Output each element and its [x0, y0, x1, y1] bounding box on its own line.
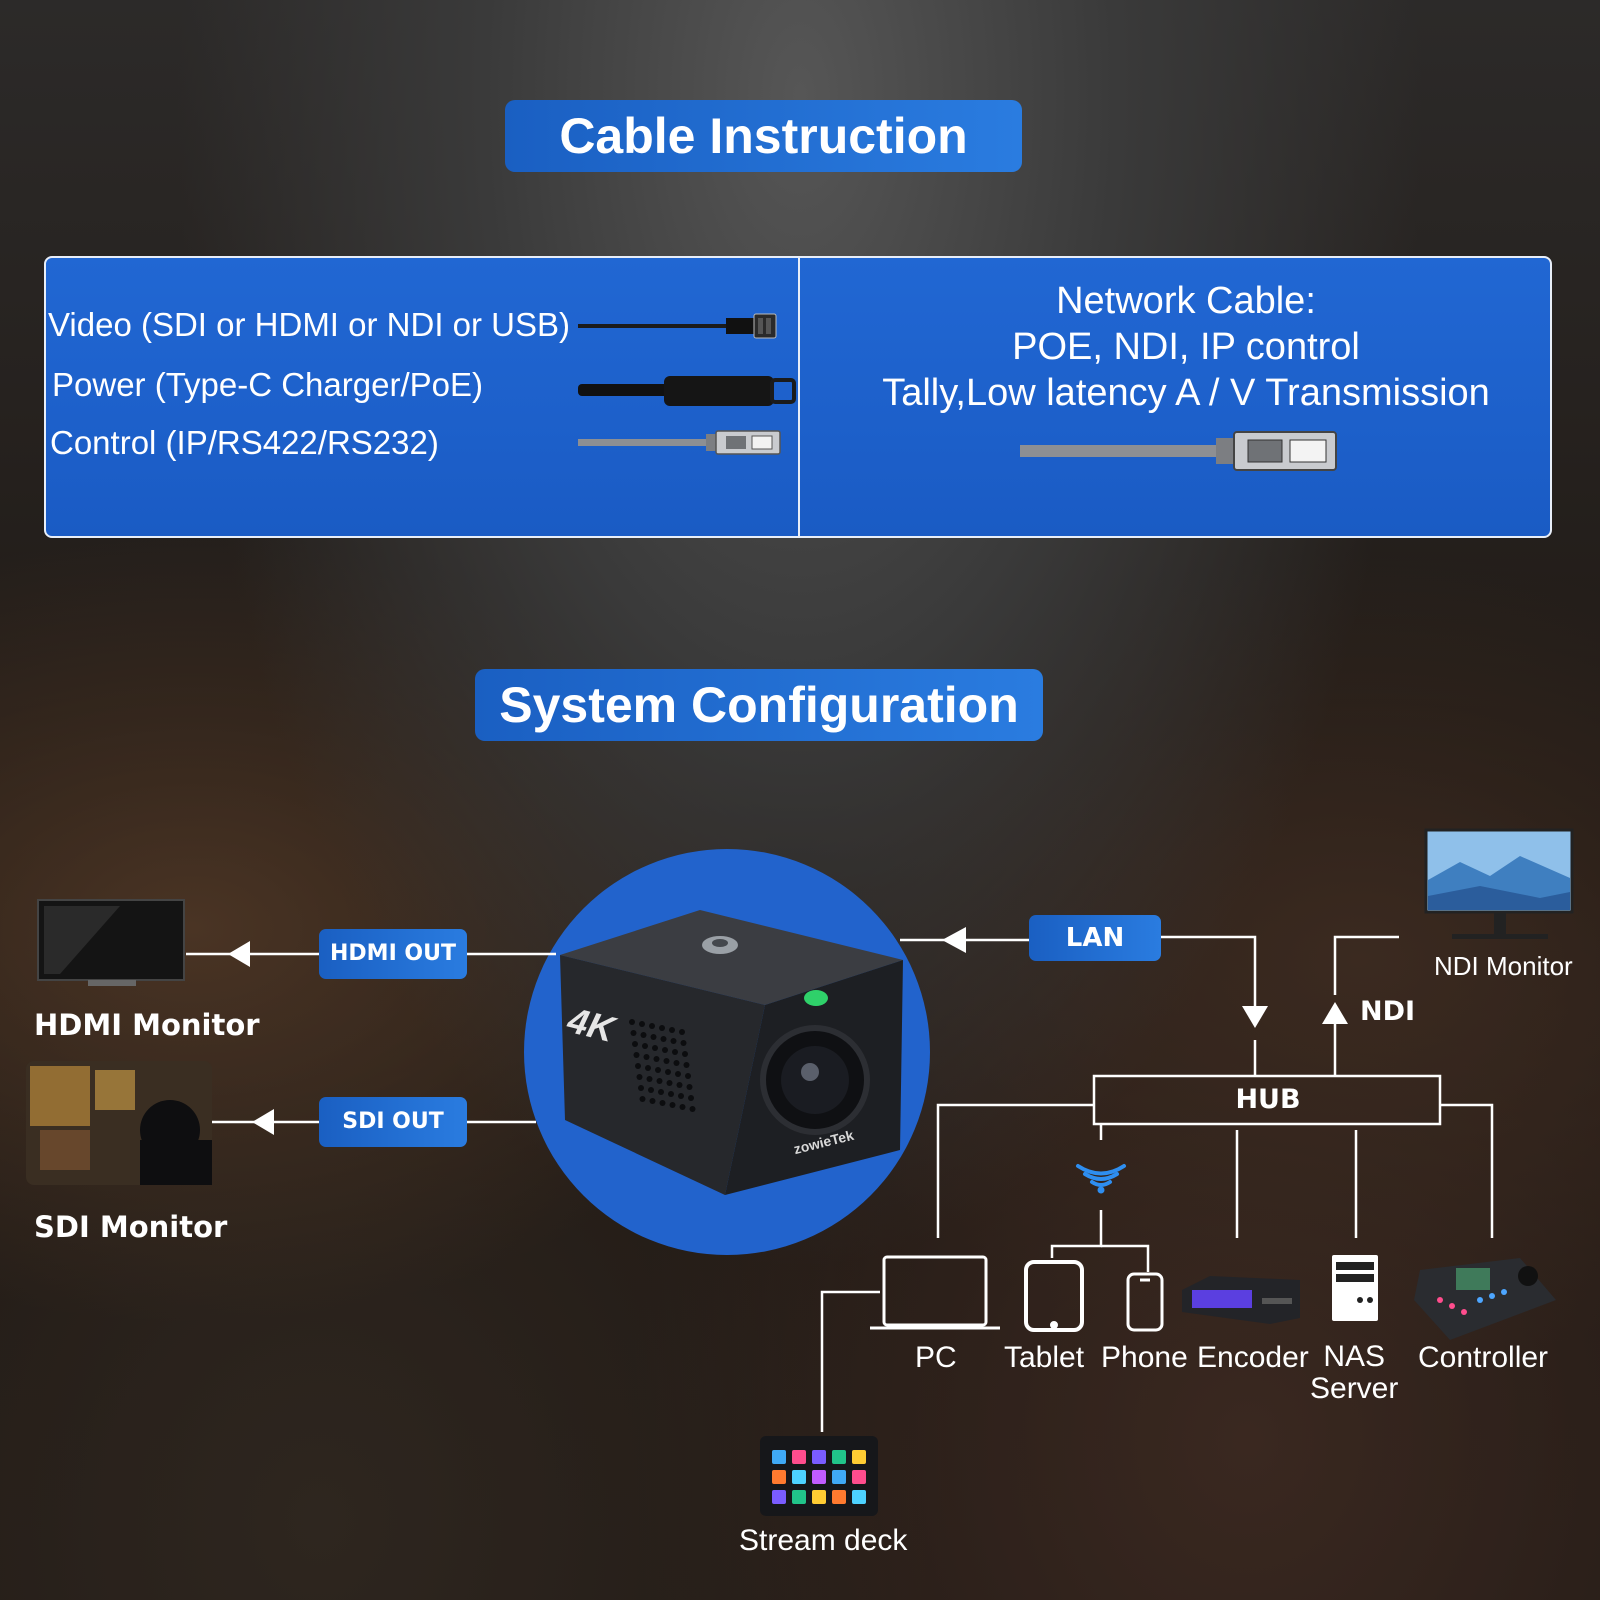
server-icon: [1332, 1255, 1378, 1321]
bnc-connector-icon: [578, 313, 777, 339]
hdmi-monitor-label: HDMI Monitor: [34, 1008, 260, 1042]
cable-instruction-panel: Video (SDI or HDMI or NDI or USB) Power …: [44, 256, 1552, 538]
stream-deck-key: [812, 1490, 826, 1504]
ndi-monitor-icon: [1424, 828, 1574, 939]
stream-deck-key: [772, 1490, 786, 1504]
hdmi-monitor-icon: [37, 899, 185, 986]
phone-label: Phone: [1101, 1341, 1188, 1374]
network-rj45-connector-icon: [1020, 431, 1337, 471]
ndi-monitor-label: NDI Monitor: [1434, 951, 1573, 981]
stream-deck-key: [772, 1470, 786, 1484]
encoder-label: Encoder: [1197, 1341, 1309, 1374]
pc-label: PC: [915, 1341, 957, 1374]
stream-deck-key: [832, 1490, 846, 1504]
tablet-label: Tablet: [1004, 1341, 1085, 1374]
stream-deck-icon: [760, 1436, 878, 1516]
usb-c-connector-icon: [578, 376, 796, 406]
cable-instruction-title: Cable Instruction: [505, 100, 1022, 172]
controller-icon: [1414, 1258, 1556, 1340]
arrowheads: [228, 927, 1348, 1135]
stream-deck-key: [792, 1450, 806, 1464]
stream-deck-key: [832, 1470, 846, 1484]
sdi-monitor-icon: [26, 1061, 212, 1185]
stream-deck-key: [852, 1490, 866, 1504]
tablet-icon: [1024, 1260, 1084, 1332]
hub-label: HUB: [1235, 1084, 1301, 1115]
stream-deck-key: [832, 1450, 846, 1464]
lan-label: LAN: [1029, 915, 1161, 961]
connection-lines: [186, 935, 1494, 1432]
stream-deck-key: [772, 1450, 786, 1464]
wifi-icon: [1076, 1164, 1126, 1194]
speaker-grille: [629, 1019, 696, 1112]
encoder-icon: [1182, 1276, 1300, 1324]
sdi-out-label: SDI OUT: [319, 1097, 467, 1147]
ndi-label: NDI: [1360, 996, 1416, 1027]
controller-label: Controller: [1418, 1341, 1549, 1374]
video-cable-label: Video (SDI or HDMI or NDI or USB): [48, 306, 571, 343]
network-cable-uses: POE, NDI, IP control: [1012, 326, 1360, 368]
power-cable-label: Power (Type-C Charger/PoE): [52, 366, 483, 403]
panel-divider: [798, 258, 800, 536]
control-cable-label: Control (IP/RS422/RS232): [50, 424, 439, 461]
box-camera-icon: [560, 910, 903, 1195]
stream-deck-key: [852, 1450, 866, 1464]
nas-server-label: NAS Server: [1310, 1340, 1399, 1405]
sdi-monitor-label: SDI Monitor: [34, 1210, 228, 1244]
stream-deck-key: [792, 1490, 806, 1504]
network-cable-heading: Network Cable:: [1056, 280, 1316, 322]
hdmi-out-label: HDMI OUT: [319, 929, 467, 979]
stream-deck-key: [812, 1450, 826, 1464]
stream-deck-key: [792, 1470, 806, 1484]
network-cable-features: Tally,Low latency A / V Transmission: [882, 372, 1490, 414]
stream-deck-key: [812, 1470, 826, 1484]
rj45-connector-icon: [578, 430, 781, 455]
laptop-icon: [870, 1255, 1000, 1330]
phone-icon: [1126, 1272, 1164, 1332]
stream-deck-label: Stream deck: [739, 1524, 908, 1557]
stream-deck-key: [852, 1470, 866, 1484]
system-configuration-title: System Configuration: [475, 669, 1043, 741]
